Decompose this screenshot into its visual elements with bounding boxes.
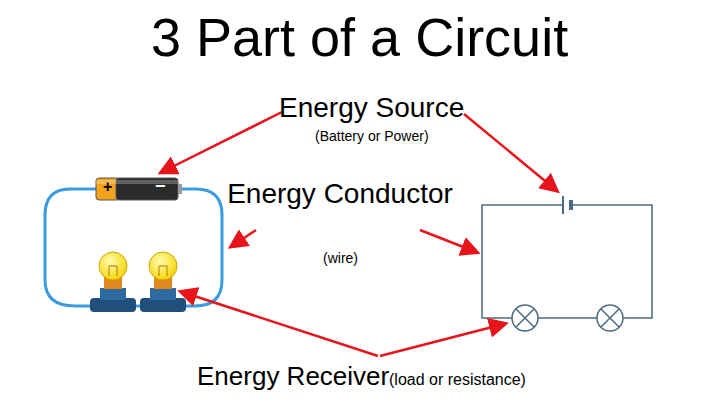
leader-arrow <box>162 112 556 356</box>
title: 3 Part of a Circuit <box>151 6 568 68</box>
part-note: (wire) <box>323 250 358 266</box>
polarity-sign: + <box>103 178 112 196</box>
part-note: (Battery or Power) <box>315 128 429 144</box>
part-note: (load or resistance) <box>389 371 526 389</box>
wire <box>45 189 222 306</box>
battery <box>96 178 182 200</box>
part-name: Energy Receiver <box>197 362 389 392</box>
part-name: Energy Conductor <box>225 176 455 211</box>
schematic <box>482 196 652 331</box>
polarity-sign: − <box>155 176 166 197</box>
light-bulb <box>140 252 186 312</box>
light-bulb <box>90 252 136 312</box>
part-name: Energy Source <box>279 92 464 124</box>
